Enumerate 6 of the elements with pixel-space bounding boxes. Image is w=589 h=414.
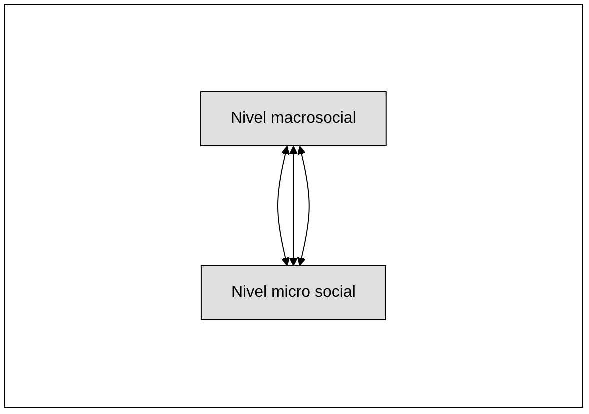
node-box: [200, 92, 387, 146]
node-box: [200, 266, 386, 320]
diagram-frame: Nivel macrosocial Nivel micro social: [4, 4, 583, 408]
arrow: [297, 146, 310, 266]
arrow: [289, 146, 298, 266]
arrow: [277, 146, 290, 266]
